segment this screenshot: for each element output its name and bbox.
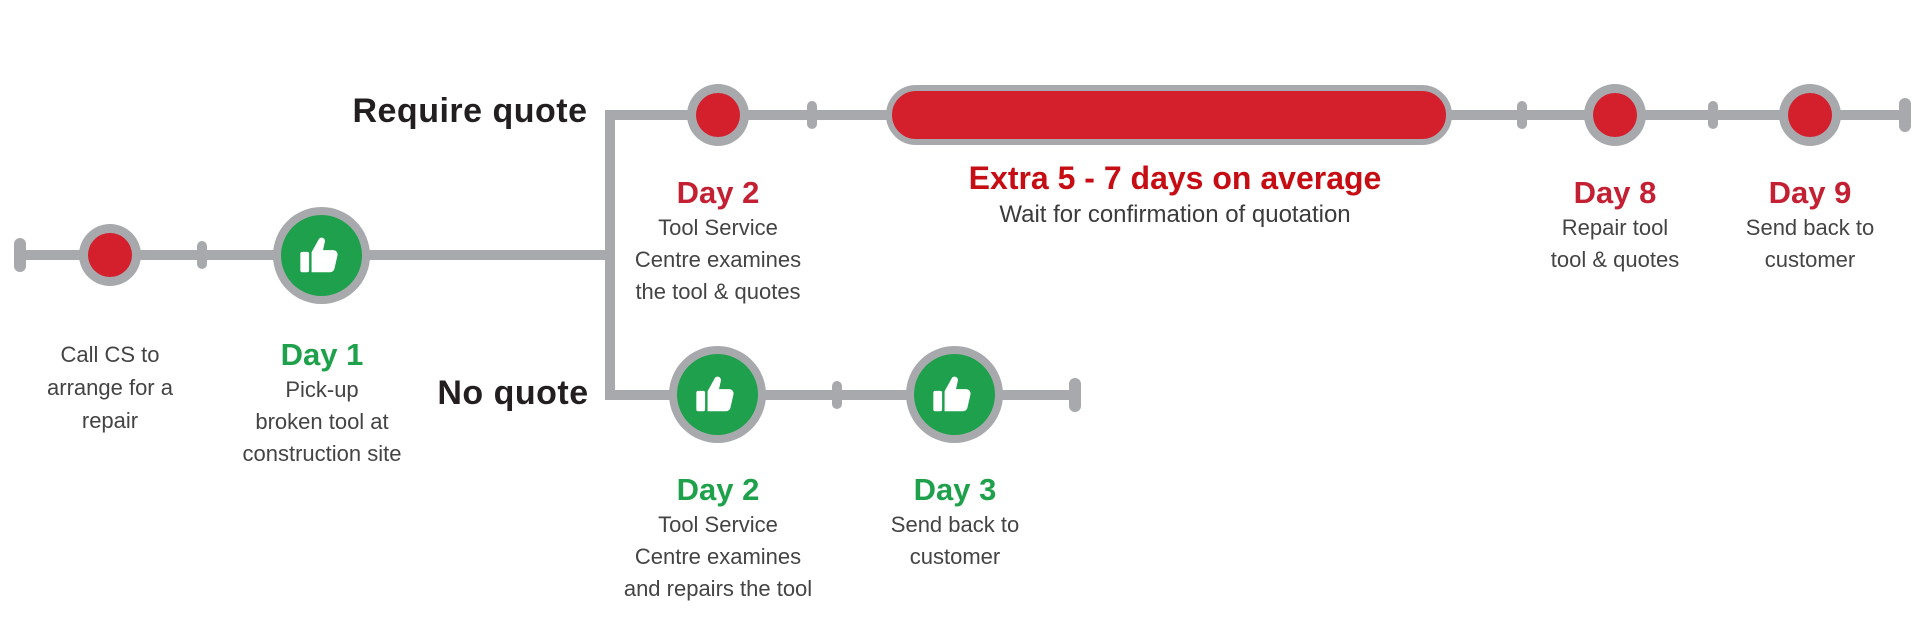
tick-mark	[1708, 101, 1718, 129]
wait-title: Extra 5 - 7 days on average	[968, 160, 1382, 196]
step-text: Centre examines	[634, 544, 802, 569]
step-text: customer	[909, 544, 1001, 569]
no-quote-end-cap	[1069, 378, 1081, 412]
milestone-dot-icon	[696, 93, 740, 137]
milestone-dot-icon	[1593, 93, 1637, 137]
step-day2-quote: Day 2 Tool Service Centre examines the t…	[635, 174, 801, 308]
tick-mark	[832, 381, 842, 409]
step-text: Tool Service	[658, 215, 778, 240]
step-day2-no-quote: Day 2 Tool Service Centre examines and r…	[624, 471, 812, 605]
step-call-cs: Call CS to arrange for a repair	[47, 338, 173, 437]
step-text: Centre examines	[634, 247, 802, 272]
step-title: Day 1	[280, 337, 364, 372]
step-text: Tool Service	[658, 512, 778, 537]
step-day3: Day 3 Send back to customer	[891, 471, 1019, 573]
thumbs-up-icon	[299, 237, 338, 272]
milestone-day2-no-quote	[669, 346, 766, 443]
step-text: customer	[1764, 247, 1856, 272]
branch-vertical-line	[605, 110, 615, 400]
thumbs-up-icon	[932, 376, 971, 411]
step-text: arrange for a	[47, 375, 173, 400]
step-title: Day 9	[1768, 175, 1852, 210]
wait-subtitle: Wait for confirmation of quotation	[999, 201, 1351, 228]
step-title: Day 3	[913, 472, 997, 507]
step-title: Day 2	[676, 472, 760, 507]
milestone-day8	[1584, 84, 1646, 146]
step-text: repair	[81, 408, 139, 433]
milestone-day2-quote	[687, 84, 749, 146]
step-day9: Day 9 Send back to customer	[1746, 174, 1874, 276]
green-disc	[677, 354, 758, 435]
wait-bar-icon	[886, 85, 1452, 145]
thumbs-up-icon	[695, 376, 734, 411]
milestone-dot-icon	[1788, 93, 1832, 137]
milestone-dot-icon	[88, 233, 132, 277]
no-quote-branch-line	[610, 390, 1075, 400]
step-text: construction site	[242, 441, 402, 466]
step-text: Send back to	[890, 512, 1020, 537]
step-text: tool & quotes	[1550, 247, 1680, 272]
step-text: Call CS to	[60, 342, 160, 367]
green-disc	[914, 354, 995, 435]
green-disc	[281, 215, 362, 296]
milestone-call-cs	[79, 224, 141, 286]
step-text: Send back to	[1745, 215, 1875, 240]
step-text: the tool & quotes	[635, 279, 801, 304]
step-text: Pick-up	[285, 377, 359, 402]
tick-mark	[1517, 101, 1527, 129]
require-quote-end-cap	[1899, 98, 1911, 132]
step-wait-quotation: Extra 5 - 7 days on average Wait for con…	[969, 158, 1382, 232]
require-quote-label: Require quote	[352, 92, 588, 130]
tick-mark	[197, 241, 207, 269]
no-quote-label: No quote	[437, 374, 589, 412]
tick-mark	[807, 101, 817, 129]
milestone-day9	[1779, 84, 1841, 146]
step-day8: Day 8 Repair tool tool & quotes	[1551, 174, 1679, 276]
timeline-start-cap	[14, 238, 26, 272]
step-text: Repair tool	[1561, 215, 1669, 240]
step-title: Day 2	[676, 175, 760, 210]
milestone-day1	[273, 207, 370, 304]
step-text: broken tool at	[255, 409, 389, 434]
step-text: and repairs the tool	[623, 576, 813, 601]
milestone-day3	[906, 346, 1003, 443]
step-day1: Day 1 Pick-up broken tool at constructio…	[243, 336, 402, 470]
step-title: Day 8	[1573, 175, 1657, 210]
